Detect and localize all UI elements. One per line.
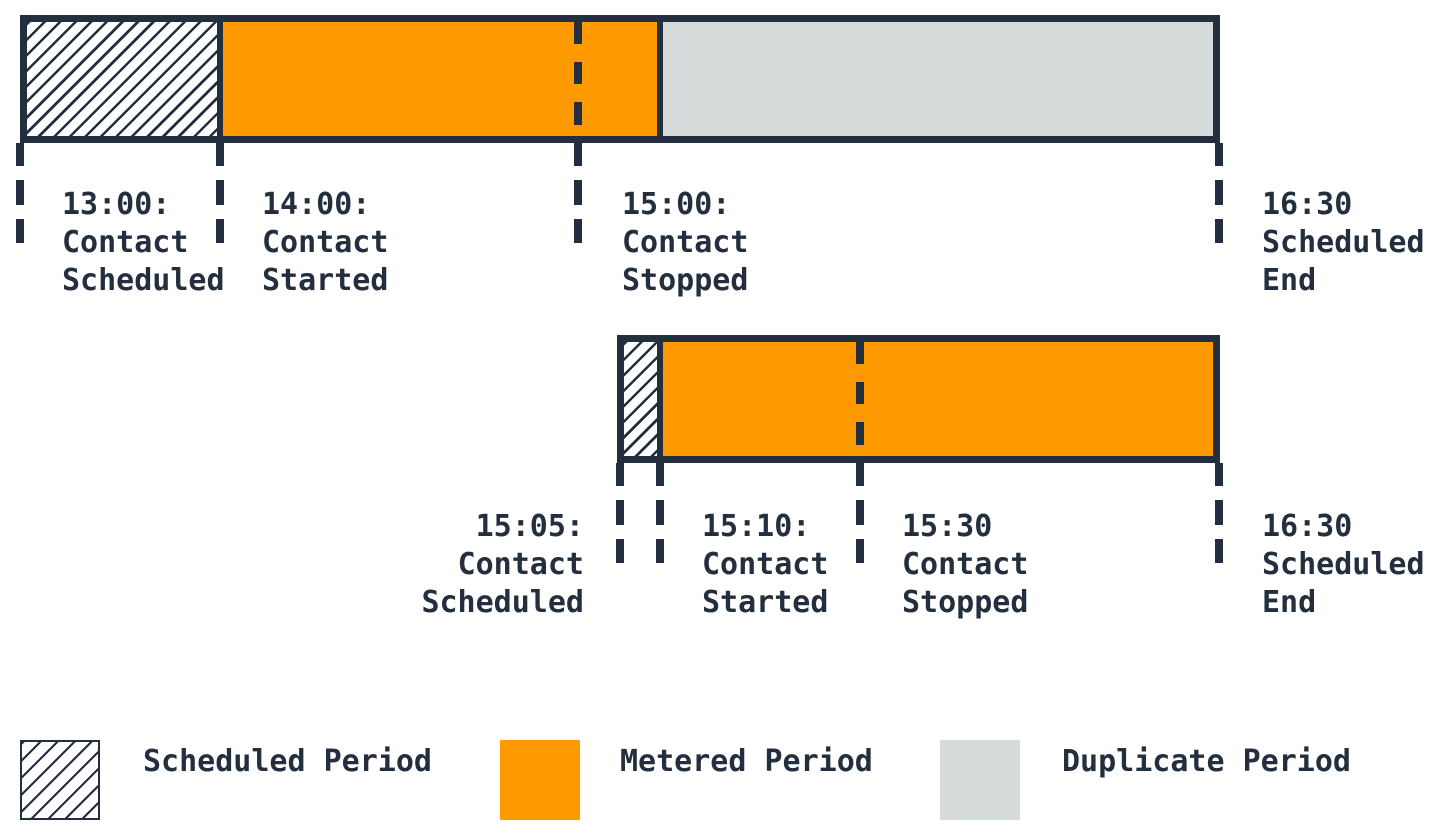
event-text: Contact — [262, 225, 389, 260]
event-text: Contact — [702, 547, 829, 582]
timeline-bar-first-contact — [20, 15, 1220, 143]
metered-period-segment — [223, 22, 657, 136]
legend-label-scheduled-period: Scheduled Period — [143, 744, 432, 779]
event-text: Contact — [622, 225, 749, 260]
event-time: 15:10: — [702, 509, 811, 544]
event-text: Stopped — [902, 585, 1029, 620]
scheduled-period-segment — [27, 22, 217, 136]
scheduled-period-segment — [624, 342, 657, 456]
event-label-contact-started: 14:00: Contact Started — [262, 186, 388, 300]
event-label-scheduled-end: 16:30 Scheduled End — [1262, 508, 1425, 622]
event-label-scheduled-end: 16:30 Scheduled End — [1262, 186, 1425, 300]
event-text: Scheduled — [1262, 547, 1425, 582]
event-text: End — [1262, 263, 1317, 298]
legend-label-duplicate-period: Duplicate Period — [1062, 744, 1351, 779]
event-text: End — [1262, 585, 1317, 620]
tick-contact-scheduled — [616, 463, 624, 563]
tick-scheduled-end — [1215, 463, 1223, 563]
event-time: 16:30 — [1262, 509, 1353, 544]
event-text: Scheduled — [421, 585, 584, 620]
tick-contact-started — [656, 463, 664, 563]
event-text: Contact — [902, 547, 1029, 582]
event-time: 16:30 — [1262, 187, 1353, 222]
event-time: 15:05: — [475, 509, 584, 544]
event-time: 14:00: — [262, 187, 371, 222]
contact-stopped-dashed-line — [574, 22, 582, 136]
event-text: Scheduled — [1262, 225, 1425, 260]
tick-contact-stopped — [574, 143, 582, 243]
tick-contact-started — [216, 143, 224, 243]
segment-divider — [657, 342, 663, 456]
event-time: 15:00: — [622, 187, 731, 222]
metered-period-swatch — [500, 740, 580, 820]
timeline-bar-second-contact — [617, 335, 1220, 463]
event-text: Stopped — [622, 263, 749, 298]
event-label-contact-scheduled: 13:00: Contact Scheduled — [62, 186, 225, 300]
scheduled-period-swatch — [20, 740, 100, 820]
segment-divider — [217, 22, 223, 136]
event-time: 13:00: — [62, 187, 171, 222]
duplicate-period-segment — [663, 22, 1213, 136]
tick-contact-scheduled — [16, 143, 24, 243]
event-text: Contact — [62, 225, 189, 260]
event-label-contact-stopped: 15:00: Contact Stopped — [622, 186, 748, 300]
event-label-contact-stopped: 15:30 Contact Stopped — [902, 508, 1028, 622]
event-time: 15:30 — [902, 509, 993, 544]
metered-period-segment — [663, 342, 1213, 456]
tick-contact-stopped — [856, 463, 864, 563]
event-text: Started — [702, 585, 829, 620]
event-text: Contact — [457, 547, 584, 582]
segment-divider — [657, 22, 663, 136]
event-text: Scheduled — [62, 263, 225, 298]
event-label-contact-scheduled: 15:05: Contact Scheduled — [384, 508, 584, 622]
legend-label-metered-period: Metered Period — [620, 744, 873, 779]
event-label-contact-started: 15:10: Contact Started — [702, 508, 828, 622]
contact-stopped-dashed-line — [856, 342, 864, 456]
event-text: Started — [262, 263, 389, 298]
tick-scheduled-end — [1215, 143, 1223, 243]
duplicate-period-swatch — [940, 740, 1020, 820]
